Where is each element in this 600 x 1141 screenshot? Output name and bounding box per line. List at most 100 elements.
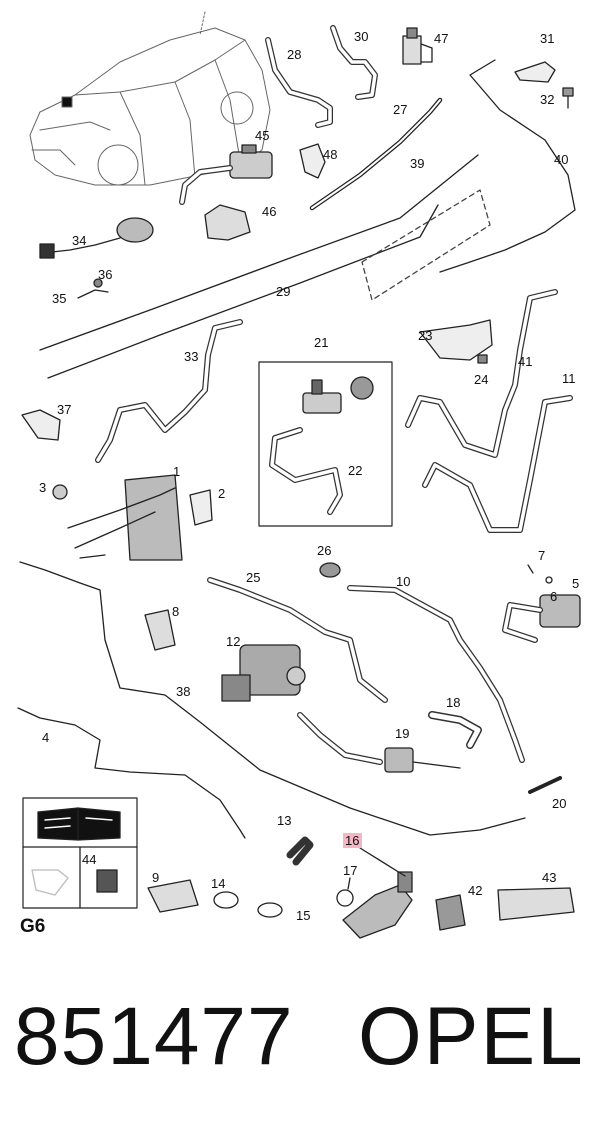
callout-31: 31 xyxy=(540,31,554,46)
callout-4: 4 xyxy=(42,730,49,745)
bolt-32 xyxy=(562,87,574,109)
hose-4 xyxy=(17,707,246,839)
callout-9: 9 xyxy=(152,870,159,885)
group-code: G6 xyxy=(20,916,45,937)
callout-46: 46 xyxy=(262,204,276,219)
callout-18: 18 xyxy=(446,695,460,710)
bracket-2 xyxy=(189,489,213,526)
callout-40: 40 xyxy=(554,152,568,167)
callout-24: 24 xyxy=(474,372,488,387)
callout-12: 12 xyxy=(226,634,240,649)
callout-42: 42 xyxy=(468,883,482,898)
callout-26: 26 xyxy=(317,543,331,558)
sensor-8 xyxy=(144,609,176,651)
callout-44: 44 xyxy=(82,852,96,867)
callout-48: 48 xyxy=(323,147,337,162)
legend-box xyxy=(22,797,138,909)
o-ring-17 xyxy=(336,889,354,907)
clamp-26 xyxy=(319,562,341,578)
sensor-34 xyxy=(39,217,154,259)
callout-2: 2 xyxy=(218,486,225,501)
callout-29: 29 xyxy=(276,284,290,299)
brand-name: OPEL xyxy=(358,991,585,1082)
hose-13 xyxy=(286,836,314,866)
manual-book-icon xyxy=(37,807,121,841)
clip-35 xyxy=(77,289,109,299)
clip-43 xyxy=(497,887,575,921)
callout-1: 1 xyxy=(173,464,180,479)
car-illustration xyxy=(29,11,271,186)
nut-3 xyxy=(52,484,68,500)
callout-5: 5 xyxy=(572,576,579,591)
screw-36 xyxy=(93,278,103,288)
callout-38: 38 xyxy=(176,684,190,699)
callout-27: 27 xyxy=(393,102,407,117)
callout-23: 23 xyxy=(418,328,432,343)
clip-42 xyxy=(435,894,466,931)
callout-28: 28 xyxy=(287,47,301,62)
callout-16: 16 xyxy=(345,833,359,848)
callout-labels: 1234567891011121314151617181920212223242… xyxy=(39,29,579,923)
clip-37 xyxy=(21,409,61,441)
washer-6 xyxy=(545,576,553,584)
callout-14: 14 xyxy=(211,876,225,891)
callout-33: 33 xyxy=(184,349,198,364)
callout-8: 8 xyxy=(172,604,179,619)
clip-15 xyxy=(257,902,283,918)
bolt-24 xyxy=(477,354,488,364)
callout-37: 37 xyxy=(57,402,71,417)
callout-19: 19 xyxy=(395,726,409,741)
pipe-39 xyxy=(39,154,479,351)
callout-47: 47 xyxy=(434,31,448,46)
bracket-23 xyxy=(419,319,493,361)
callout-21: 21 xyxy=(314,335,328,350)
callout-10: 10 xyxy=(396,574,410,589)
canister-1 xyxy=(67,474,183,561)
callout-36: 36 xyxy=(98,267,112,282)
faded-part-icon xyxy=(31,869,69,896)
part-number: 851477 xyxy=(14,991,294,1082)
bracket-46 xyxy=(204,204,251,241)
callout-45: 45 xyxy=(255,128,269,143)
callout-3: 3 xyxy=(39,480,46,495)
hose-33 xyxy=(95,319,243,463)
callout-13: 13 xyxy=(277,813,291,828)
brake-line-38 xyxy=(19,561,526,836)
bracket-48 xyxy=(299,143,326,179)
valve-44 xyxy=(96,869,118,893)
footer: 851477 OPEL xyxy=(0,990,600,1110)
clip-9 xyxy=(147,879,199,913)
clip-14 xyxy=(213,891,239,909)
clip-47 xyxy=(402,27,433,65)
callout-22: 22 xyxy=(348,463,362,478)
pipe-29 xyxy=(47,204,439,379)
valve-5 xyxy=(502,594,581,643)
callout-17: 17 xyxy=(343,863,357,878)
callout-7: 7 xyxy=(538,548,545,563)
pump-12 xyxy=(221,644,306,702)
screw-7 xyxy=(527,564,534,574)
group-box-21 xyxy=(258,361,393,527)
connector-16 xyxy=(342,847,413,939)
callout-43: 43 xyxy=(542,870,556,885)
valve-21 xyxy=(302,376,374,414)
callout-30: 30 xyxy=(354,29,368,44)
brake-line-40 xyxy=(439,59,576,273)
callout-11: 11 xyxy=(562,371,576,386)
callout-15: 15 xyxy=(296,908,310,923)
callout-20: 20 xyxy=(552,796,566,811)
bolt-20 xyxy=(528,776,562,794)
callout-41: 41 xyxy=(518,354,532,369)
callout-35: 35 xyxy=(52,291,66,306)
callout-34: 34 xyxy=(72,233,86,248)
sensor-19 xyxy=(297,712,461,773)
callout-25: 25 xyxy=(246,570,260,585)
callout-16-highlight xyxy=(343,833,362,848)
parts-diagram: 1234567891011121314151617181920212223242… xyxy=(17,11,581,939)
callout-32: 32 xyxy=(540,92,554,107)
callout-39: 39 xyxy=(410,156,424,171)
valve-45 xyxy=(179,144,273,205)
pipe-29-dashed xyxy=(361,189,491,301)
bracket-31 xyxy=(514,61,556,83)
callout-6: 6 xyxy=(550,589,557,604)
